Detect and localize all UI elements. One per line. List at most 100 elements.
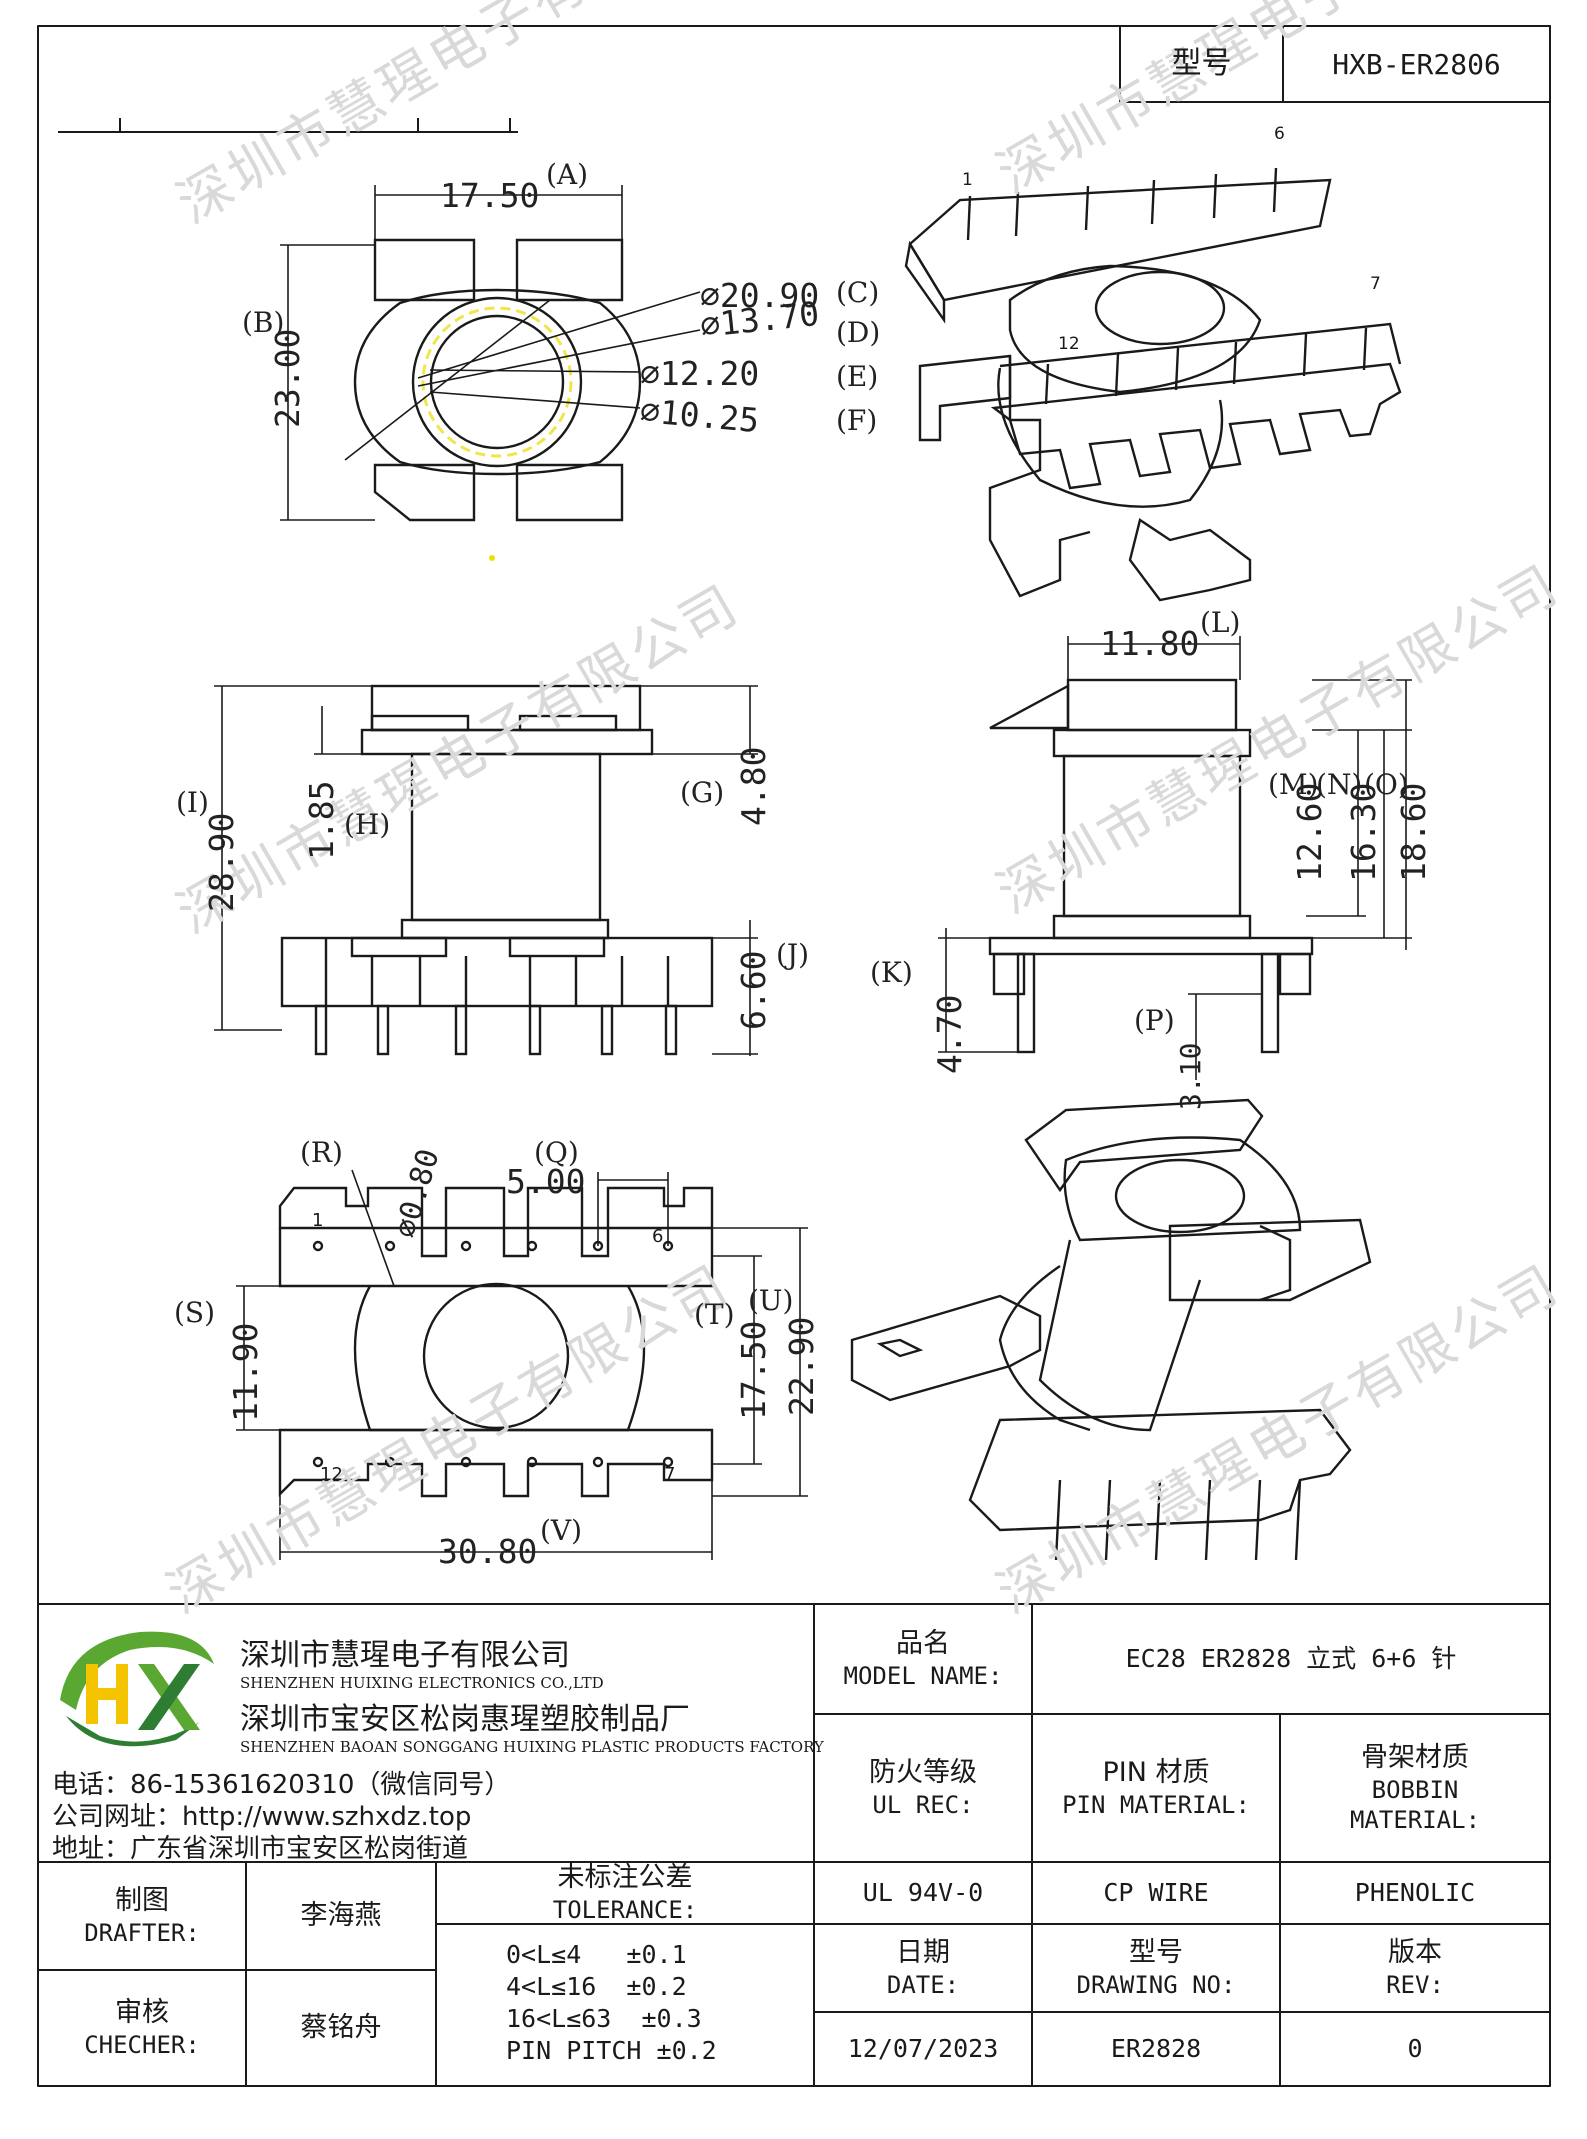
label-d: (D) (836, 316, 881, 349)
date-label-cn: 日期 (896, 1937, 950, 1969)
dim-g: 4.80 (734, 746, 773, 826)
fire-rating-label: 防火等级 UL REC: (814, 1714, 1032, 1862)
bobbin-material-label-en1: BOBBIN (1371, 1775, 1459, 1804)
pin-label-1: 1 (312, 1210, 324, 1231)
dim-a: 17.50 (440, 176, 540, 215)
product-label: 品名 MODEL NAME: (814, 1604, 1032, 1714)
dim-h: 1.85 (302, 780, 341, 860)
pin-material-label: PIN 材质 PIN MATERIAL: (1032, 1714, 1280, 1862)
label-j: (J) (776, 938, 810, 971)
checker-label-en: CHECHER: (84, 2030, 200, 2059)
label-p: (P) (1134, 1004, 1175, 1037)
tolerance-row: 0<L≤4 ±0.1 (506, 1940, 687, 1969)
company-logo (60, 1631, 214, 1747)
dim-s: 11.90 (226, 1322, 265, 1422)
iso-pin-label-7: 7 (1370, 274, 1381, 294)
product-value: EC28 ER2828 立式 6+6 针 (1125, 1644, 1457, 1674)
bottom-view (236, 1169, 808, 1560)
dim-i: 28.90 (202, 812, 241, 912)
tolerance-label-en: TOLERANCE: (552, 1895, 698, 1924)
company-name-cn: 深圳市慧瑆电子有限公司 (240, 1638, 570, 1673)
drawing-no-label-cn: 型号 (1129, 1937, 1183, 1969)
drafter-name: 李海燕 (300, 1900, 382, 1932)
date-label-en: DATE: (886, 1970, 960, 1999)
dim-t: 17.50 (734, 1320, 773, 1420)
dim-k: 4.70 (930, 994, 969, 1074)
label-s: (S) (174, 1296, 216, 1329)
label-g: (G) (680, 776, 725, 809)
checker-label: 审核 CHECHER: (38, 1970, 246, 2086)
dim-c: ⌀20.90 (700, 276, 820, 315)
date-value: 12/07/2023 (847, 2034, 999, 2064)
factory-name-en: SHENZHEN BAOAN SONGGANG HUIXING PLASTIC … (240, 1738, 824, 1756)
iso-view-top (904, 167, 1402, 602)
dim-e: ⌀12.20 (640, 354, 760, 393)
label-m: (M) (1268, 768, 1319, 801)
pin-label-12: 12 (320, 1464, 343, 1485)
tolerance-label-cn: 未标注公差 (557, 1862, 693, 1894)
iso-pin-label-12: 12 (1058, 334, 1080, 354)
label-b: (B) (242, 306, 285, 339)
label-h: (H) (344, 808, 391, 841)
company-website: 公司网址：http://www.szhxdz.top (52, 1802, 472, 1832)
dim-v: 30.80 (438, 1532, 538, 1571)
label-t: (T) (694, 1298, 735, 1331)
header-model-label: 型号 (1171, 46, 1232, 82)
fire-rating-label-en: UL REC: (872, 1790, 974, 1819)
title-block-grid (38, 1603, 1550, 2086)
header-model-value: HXB-ER2806 (1332, 47, 1501, 81)
label-n: (N) (1316, 768, 1363, 801)
company-name-en: SHENZHEN HUIXING ELECTRONICS CO.,LTD (240, 1674, 604, 1692)
checker-label-cn: 审核 (115, 1997, 169, 2029)
label-u: (U) (748, 1284, 794, 1317)
revision-value: 0 (1407, 2034, 1423, 2064)
dim-p: 3.10 (1174, 1042, 1207, 1110)
drafter-label-en: DRAFTER: (84, 1918, 200, 1947)
pin-material-label-en: PIN MATERIAL: (1062, 1790, 1250, 1819)
dim-o: 18.60 (1394, 782, 1433, 882)
fire-rating-value: UL 94V-0 (862, 1878, 984, 1908)
dim-j: 6.60 (734, 950, 773, 1030)
company-address: 地址：广东省深圳市宝安区松岗街道 (52, 1834, 469, 1864)
drawing-no-label: 型号 DRAWING NO: (1032, 1924, 1280, 2012)
company-phone: 电话：86-15361620310（微信同号） (52, 1770, 511, 1800)
pin-label-6: 6 (652, 1226, 664, 1247)
pin-label-7: 7 (664, 1464, 676, 1485)
revision-label-en: REV: (1386, 1970, 1444, 1999)
top-view (280, 185, 701, 522)
tolerance-label: 未标注公差 TOLERANCE: (436, 1862, 814, 1924)
revision-label-cn: 版本 (1388, 1937, 1442, 1969)
date-label: 日期 DATE: (814, 1924, 1032, 2012)
checker-name: 蔡铭舟 (300, 2012, 382, 2044)
label-r: (R) (300, 1136, 343, 1169)
drafter-label-cn: 制图 (115, 1885, 169, 1917)
drawing-no-label-en: DRAWING NO: (1076, 1970, 1236, 1999)
dim-b: 23.00 (268, 328, 307, 428)
dim-m: 12.60 (1290, 782, 1329, 882)
side-view (938, 636, 1412, 1080)
label-i: (I) (176, 786, 209, 819)
label-a: (A) (546, 158, 589, 191)
tolerance-row: PIN PITCH ±0.2 (506, 2036, 717, 2065)
revision-label: 版本 REV: (1280, 1924, 1550, 2012)
product-label-en: MODEL NAME: (843, 1661, 1003, 1690)
drafter-label: 制图 DRAFTER: (38, 1862, 246, 1970)
dim-l: 11.80 (1100, 624, 1200, 663)
label-e: (E) (836, 360, 879, 393)
bobbin-material-label: 骨架材质 BOBBIN MATERIAL: (1280, 1714, 1550, 1862)
label-v: (V) (540, 1514, 583, 1547)
front-view (214, 684, 758, 1056)
bobbin-material-label-cn: 骨架材质 (1361, 1742, 1469, 1774)
dim-u: 22.90 (782, 1316, 821, 1416)
label-k: (K) (870, 956, 913, 989)
label-o: (O) (1364, 768, 1409, 801)
iso-pin-label-1: 1 (962, 170, 973, 190)
dim-n: 16.30 (1344, 782, 1383, 882)
label-c: (C) (836, 276, 880, 309)
fire-rating-label-cn: 防火等级 (869, 1757, 977, 1789)
label-q: (Q) (534, 1136, 579, 1169)
label-l: (L) (1200, 606, 1241, 639)
iso-pin-label-6: 6 (1274, 124, 1285, 144)
